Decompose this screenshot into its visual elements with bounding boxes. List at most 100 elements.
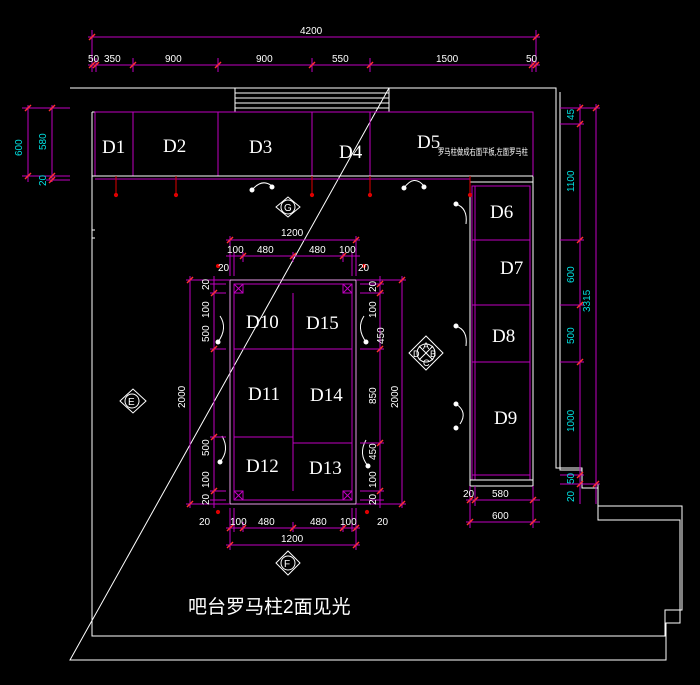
dim-top-3: 900 [165, 54, 182, 65]
dim-right-b: 1100 [566, 170, 577, 192]
dim-island-right-total: 2000 [390, 385, 401, 408]
dim-right-d: 500 [566, 327, 577, 344]
dim-top-7: 50 [526, 54, 538, 65]
cabinet-d1-label: D1 [102, 137, 125, 158]
dim-island-l3: 500 [201, 325, 212, 342]
cabinet-d9-label: D9 [494, 408, 517, 429]
dim-left-a: 600 [14, 139, 25, 156]
elevation-marker-abcd[interactable]: A B C D [408, 335, 444, 371]
dim-island-t5: 20 [218, 263, 230, 274]
elevation-marker-g[interactable]: G [275, 196, 301, 218]
marker-d-label: D [413, 349, 420, 359]
dim-right-a: 45 [566, 108, 577, 120]
cabinet-d14-label: D14 [310, 385, 343, 406]
window-opening [234, 87, 390, 113]
dim-island-l6: 20 [201, 493, 212, 505]
dim-island-r5: 450 [368, 443, 379, 460]
island-bottom-dimension-ticks [226, 524, 360, 549]
left-dimension-ticks [24, 104, 56, 184]
cabinet-d10-label: D10 [246, 312, 279, 333]
dim-bottom-right-b: 580 [492, 489, 509, 500]
top-cabinet-run [94, 111, 534, 180]
elevation-marker-e[interactable]: E [119, 388, 147, 414]
dim-island-t2: 480 [257, 245, 274, 256]
dim-island-r7: 20 [368, 493, 379, 505]
cabinet-d15-label: D15 [306, 313, 339, 334]
cabinet-labels: D1 D2 D3 D4 D5 D6 D7 D8 D9 D10 D11 D12 D… [102, 132, 523, 479]
dim-island-left-total: 2000 [177, 385, 188, 408]
dim-top-2: 350 [104, 54, 121, 65]
cabinet-d3-label: D3 [249, 137, 272, 158]
cabinet-d12-label: D12 [246, 456, 279, 477]
bottom-right-dimension-lines [466, 486, 540, 528]
drawing-caption: 吧台罗马柱2面见光 [188, 596, 351, 618]
right-dimension-lines [560, 104, 600, 504]
dim-island-l4: 500 [201, 439, 212, 456]
dim-island-b2: 100 [230, 517, 247, 528]
dim-island-l2: 100 [201, 301, 212, 318]
dim-island-t1: 100 [227, 245, 244, 256]
dim-island-t6: 20 [358, 263, 370, 274]
dim-right-c: 600 [566, 266, 577, 283]
cabinet-d13-label: D13 [309, 458, 342, 479]
bottom-right-dimension-ticks [466, 496, 537, 526]
dim-island-r3: 450 [376, 327, 387, 344]
red-markers [113, 176, 473, 515]
dim-island-bottom-width: 1200 [281, 534, 304, 545]
dim-left-b: 580 [38, 133, 49, 150]
cabinet-d7-label: D7 [500, 258, 523, 279]
dim-island-t4: 100 [339, 245, 356, 256]
dim-island-b1: 20 [199, 517, 211, 528]
cabinet-d11-label: D11 [248, 384, 280, 405]
outer-walls [69, 87, 683, 661]
top-dimension-ticks [88, 33, 540, 69]
marker-c-label: C [423, 358, 430, 368]
cabinet-d4-label: D4 [339, 142, 363, 163]
dim-island-r1: 20 [368, 280, 379, 292]
dim-island-r2: 100 [368, 301, 379, 318]
marker-a-label: A [423, 341, 429, 351]
dim-right-e: 1000 [566, 409, 577, 432]
dim-island-r6: 100 [368, 471, 379, 488]
dim-island-b3: 480 [258, 517, 275, 528]
right-cabinet-run [471, 185, 531, 481]
switch-symbols [215, 180, 467, 469]
dim-right-g: 20 [566, 490, 577, 502]
left-dimension-lines [22, 105, 70, 182]
cabinet-d5-label: D5 [417, 132, 440, 153]
dim-top-1: 50 [88, 54, 100, 65]
marker-b-label: B [430, 349, 436, 359]
island-left-dimension-lines [186, 276, 230, 508]
dim-top-total: 4200 [300, 26, 323, 37]
dim-bottom-right-c: 600 [492, 511, 509, 522]
dim-top-4: 900 [256, 54, 273, 65]
dim-island-l1: 20 [201, 278, 212, 290]
dim-island-b6: 20 [377, 517, 389, 528]
island-left-dimension-ticks [186, 276, 218, 508]
dim-island-r4: 850 [368, 387, 379, 404]
cabinet-d6-label: D6 [490, 202, 513, 223]
dim-island-top-width: 1200 [281, 228, 304, 239]
dim-left-c: 20 [38, 174, 49, 186]
dim-right-f: 50 [566, 472, 577, 484]
elevation-marker-f[interactable]: F [275, 550, 301, 576]
dim-top-6: 1500 [436, 54, 459, 65]
cabinet-d2-label: D2 [163, 136, 186, 157]
marker-g-label: G [284, 203, 292, 214]
island-right-dimension-lines [356, 276, 406, 508]
dim-island-t3: 480 [309, 245, 326, 256]
dim-island-b4: 480 [310, 517, 327, 528]
d5-note-line: 罗马柱做成右面平板,左面罗马柱 [438, 146, 528, 157]
marker-e-label: E [128, 397, 135, 408]
dim-island-l5: 100 [201, 471, 212, 488]
marker-f-label: F [284, 559, 290, 570]
dim-island-b5: 100 [340, 517, 357, 528]
dim-right-total: 3315 [582, 289, 593, 312]
cabinet-d8-label: D8 [492, 326, 515, 347]
dim-bottom-right-a: 20 [463, 489, 475, 500]
island-right-dimension-ticks [376, 276, 406, 508]
island-top-dimension-ticks [226, 236, 360, 260]
dim-top-5: 550 [332, 54, 349, 65]
